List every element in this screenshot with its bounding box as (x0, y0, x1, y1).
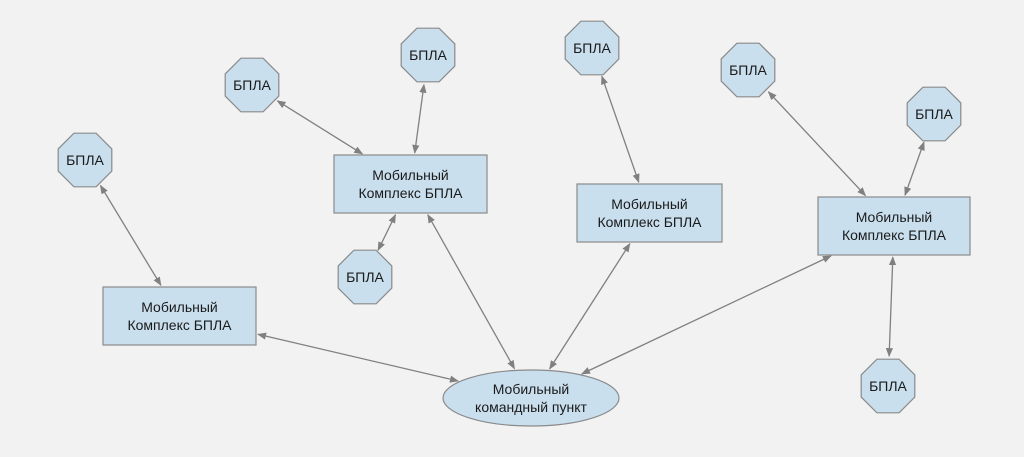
edge-uav8-complex4 (885, 256, 897, 358)
edge-uav5-complex3 (601, 75, 640, 183)
edge-uav2-complex2 (412, 83, 427, 154)
node-label: Комплекс БПЛА (597, 214, 702, 230)
uav-node-uav2: БПЛА (400, 27, 456, 83)
edge-complex3-command (549, 242, 631, 370)
complex-box (333, 154, 488, 214)
edge-complex2-command (427, 213, 516, 370)
uav-octagon (57, 132, 113, 188)
uav-octagon (720, 42, 776, 98)
node-label: Комплекс БПЛА (842, 227, 947, 243)
uav-node-uav5: БПЛА (564, 20, 620, 76)
node-label: Мобильный (493, 381, 570, 397)
command-post-node-command: Мобильный командный пункт (442, 369, 620, 427)
edge-complex4-command (581, 255, 832, 375)
uav-octagon (564, 20, 620, 76)
uav-node-uav3: БПЛА (224, 57, 280, 113)
uav-node-uav7: БПЛА (906, 86, 962, 142)
node-label: БПЛА (915, 106, 953, 122)
uav-octagon (860, 358, 916, 414)
node-label: Мобильный (611, 196, 688, 212)
uav-node-uav1: БПЛА (57, 132, 113, 188)
node-label: командный пункт (475, 399, 587, 415)
uav-octagon (906, 86, 962, 142)
edge-uav4-complex2 (377, 213, 397, 252)
node-label: Комплекс БПЛА (358, 185, 463, 201)
uav-octagon (337, 249, 393, 305)
node-label: Мобильный (372, 167, 449, 183)
node-label: БПЛА (66, 152, 104, 168)
edge-uav3-complex2 (276, 100, 364, 155)
node-label: БПЛА (233, 77, 271, 93)
edge-complex1-command (257, 332, 459, 383)
node-label: Комплекс БПЛА (127, 317, 232, 333)
uav-node-uav6: БПЛА (720, 42, 776, 98)
complex-box (102, 286, 257, 346)
edges-layer (99, 75, 925, 383)
node-label: БПЛА (573, 40, 611, 56)
command-ellipse (442, 369, 620, 427)
node-label: Мобильный (141, 299, 218, 315)
uav-node-uav4: БПЛА (337, 249, 393, 305)
edge-uav1-complex1 (99, 184, 162, 287)
complex-box (576, 183, 723, 243)
node-label: БПЛА (409, 47, 447, 63)
uav-octagon (400, 27, 456, 83)
node-label: БПЛА (729, 62, 767, 78)
node-label: БПЛА (346, 269, 384, 285)
uav-octagon (224, 57, 280, 113)
node-label: Мобильный (856, 209, 933, 225)
edge-uav7-complex4 (904, 141, 925, 196)
edge-uav6-complex4 (767, 91, 867, 197)
uav-node-uav8: БПЛА (860, 358, 916, 414)
node-label: БПЛА (869, 378, 907, 394)
complex-box (817, 196, 971, 256)
